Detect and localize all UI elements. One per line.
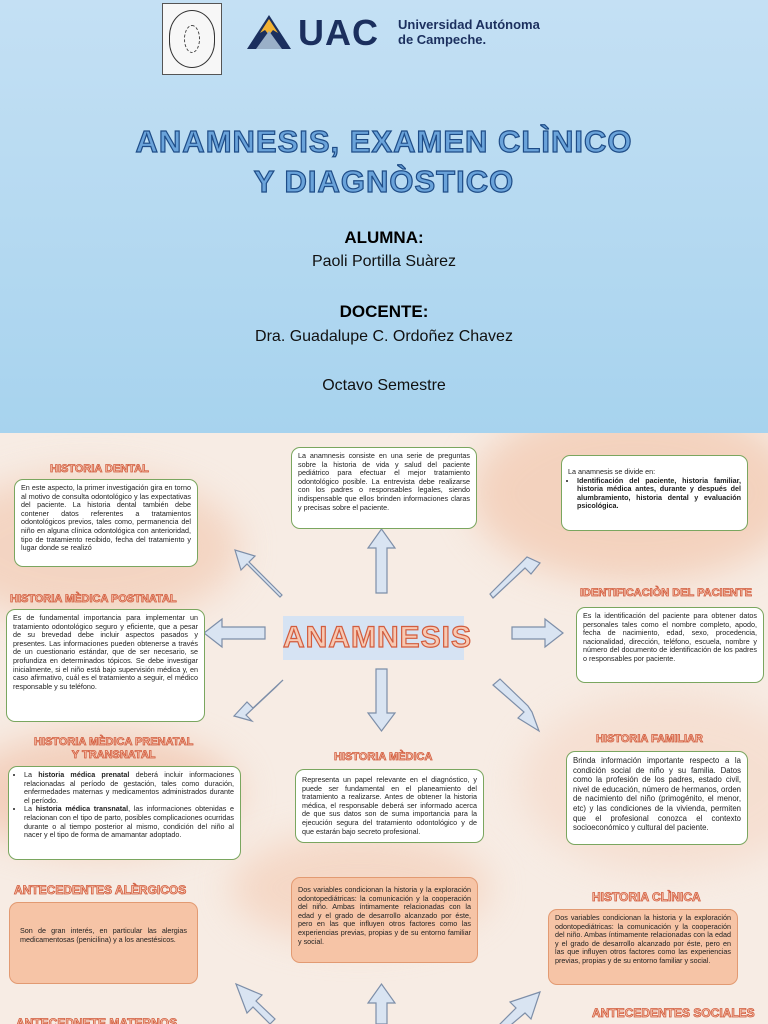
arrow-down-left <box>232 679 284 723</box>
divisions-list: Identificación del paciente, historia fa… <box>568 475 741 511</box>
historia-dental-box: En este aspecto, la primer investigación… <box>14 479 198 567</box>
divisions-box: La anamnesis se divide en: Identificació… <box>561 455 748 531</box>
historia-postnatal-heading: HISTORIA MÈDICA POSTNATAL <box>10 593 177 606</box>
transnatal-item-bold: historia médica transnatal <box>35 804 129 814</box>
historia-clinica-box: Dos variables condicionan la historia y … <box>548 909 738 985</box>
historia-familiar-heading: HISTORIA FAMILIAR <box>596 733 704 746</box>
transnatal-item: La historia médica transnatal, las infor… <box>24 805 234 839</box>
title-line1: ANAMNESIS, EXAMEN CLÌNICO <box>135 123 633 159</box>
title-line2: Y DIAGNÒSTICO <box>253 163 515 199</box>
historia-dental-heading: HISTORIA DENTAL <box>50 463 150 476</box>
prenatal-list: La historia médica prenatal deberá inclu… <box>15 770 235 840</box>
arrow-bottom-left <box>234 982 276 1024</box>
historia-medica-heading: HISTORIA MÈDICA <box>334 751 433 764</box>
identificacion-box: Es la identificación del paciente para o… <box>576 607 764 683</box>
arrows-layer <box>203 527 564 1024</box>
arrow-down-right <box>492 678 541 733</box>
prenatal-heading-line2: Y TRANSNATAL <box>71 749 156 762</box>
intro-box: La anamnesis consiste en una serie de pr… <box>291 447 477 529</box>
arrow-down <box>366 668 397 732</box>
historia-prenatal-heading: HISTORIA MÈDICA PRENATAL Y TRANSNATAL <box>34 736 194 762</box>
brand-name-line1: Universidad Autónoma <box>398 17 540 32</box>
arrow-up-left <box>234 549 283 598</box>
cover-section: UAC Universidad Autónoma de Campeche. AN… <box>0 0 768 433</box>
historia-prenatal-box: La historia médica prenatal deberá inclu… <box>8 766 241 860</box>
arrow-up-right <box>489 556 541 599</box>
arrow-up <box>366 527 397 594</box>
divisions-lead: La anamnesis se divide en: <box>568 467 656 476</box>
antecedentes-sociales-heading: ANTECEDENTES SOCIALES <box>592 1006 755 1021</box>
historia-clinica-heading: HISTORIA CLÌNICA <box>592 890 701 905</box>
prenatal-item: La historia médica prenatal deberá inclu… <box>24 770 235 805</box>
historia-medica-box: Representa un papel relevante en el diag… <box>295 769 484 843</box>
alergicos-heading: ANTECEDENTES ALÈRGICOS <box>14 883 187 898</box>
student-label: ALUMNA: <box>344 228 424 247</box>
antecedentes-maternos-heading: ANTECEDNETE MATERNOS <box>16 1016 178 1024</box>
brand-name-line2: de Campeche. <box>398 32 487 47</box>
historia-postnatal-box: Es de fundamental importancia para imple… <box>6 609 205 722</box>
prenatal-item-post: deberá incluir informaciones relacionada… <box>24 770 235 805</box>
university-seal-icon <box>162 3 222 75</box>
variables-box: Dos variables condicionan la historia y … <box>291 877 478 963</box>
semester: Octavo Semestre <box>322 377 446 394</box>
teacher-label: DOCENTE: <box>339 302 429 321</box>
arrow-right <box>511 617 564 649</box>
arrow-left <box>203 617 266 649</box>
student-name: Paoli Portilla Suàrez <box>311 253 457 270</box>
arrow-bottom-right <box>499 991 541 1024</box>
divisions-item: Identificación del paciente, historia fa… <box>577 475 741 511</box>
arrow-bottom-up <box>366 982 397 1024</box>
center-node: ANAMNESIS <box>282 616 472 660</box>
uac-mountain-logo-icon <box>247 15 291 49</box>
prenatal-heading-line1: HISTORIA MÈDICA PRENATAL <box>34 736 194 749</box>
teacher-name: Dra. Guadalupe C. Ordoñez Chavez <box>255 328 513 345</box>
uac-brand-name: Universidad Autónoma de Campeche. <box>398 17 548 47</box>
transnatal-item-post: , las informaciones obtenidas e relacion… <box>24 804 234 840</box>
alergicos-box: Son de gran interés, en particular las a… <box>9 902 198 984</box>
prenatal-item-bold: historia médica prenatal <box>38 770 130 779</box>
concept-map: ANAMNESIS La anamnesis consiste en una s… <box>0 433 768 1024</box>
identificacion-heading: IDENTIFICACIÒN DEL PACIENTE <box>580 587 753 600</box>
uac-brand-abbr: UAC <box>298 12 379 53</box>
transnatal-item-pre: La <box>24 804 36 814</box>
historia-familiar-box: Brinda información importante respecto a… <box>566 751 748 845</box>
divisions-item-text: Identificación del paciente, historia fa… <box>577 475 741 511</box>
prenatal-item-pre: La <box>24 770 39 779</box>
